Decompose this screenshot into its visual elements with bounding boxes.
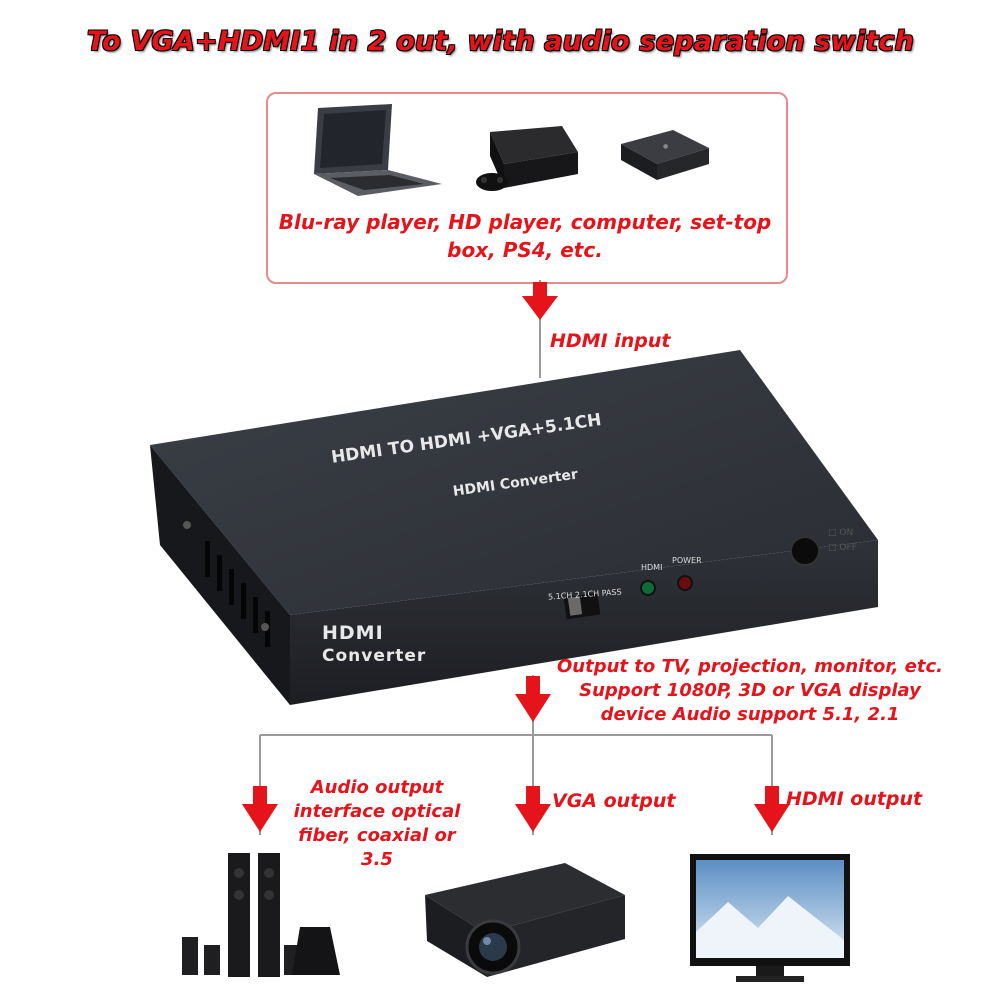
source-caption-line-1: Blu-ray player, HD player, computer, set… xyxy=(278,210,772,234)
audio-output-line-2: interface optical xyxy=(293,801,461,822)
audio-output-line-3: fiber, coaxial or xyxy=(298,825,456,846)
output-desc-line-1: Output to TV, projection, monitor, etc. xyxy=(556,656,943,677)
switch-label-pass: PASS xyxy=(601,587,622,598)
audio-output-label: Audio output interface optical fiber, co… xyxy=(282,776,472,872)
game-console-icon xyxy=(476,126,578,191)
set-top-box-icon: ● xyxy=(621,130,709,180)
vga-output-label: VGA output xyxy=(552,790,676,812)
output-desc-line-3: device Audio support 5.1, 2.1 xyxy=(600,704,900,725)
hdmi-output-arrow-icon xyxy=(754,786,790,832)
power-on-text: ON xyxy=(839,528,854,538)
output-description: Output to TV, projection, monitor, etc. … xyxy=(540,655,960,727)
power-off-text: OFF xyxy=(839,543,857,553)
laptop-icon xyxy=(314,104,442,196)
audio-output-line-4: 3.5 xyxy=(361,849,393,870)
switch-label-5-1ch: 5.1CH xyxy=(547,590,573,602)
speaker-system-icon xyxy=(182,853,340,977)
power-on-label: □ ON xyxy=(828,528,854,538)
source-caption-line-2: box, PS4, etc. xyxy=(447,238,603,262)
tv-monitor-icon xyxy=(690,854,850,982)
output-desc-line-2: Support 1080P, 3D or VGA display xyxy=(579,680,921,701)
page-title: To VGA+HDMI1 in 2 out, with audio separa… xyxy=(86,26,915,57)
led-hdmi-label: HDMI xyxy=(641,563,663,572)
vga-output-arrow-icon xyxy=(515,786,551,832)
source-devices-caption: Blu-ray player, HD player, computer, set… xyxy=(270,208,780,264)
device-front-label-1: HDMI xyxy=(322,622,384,644)
hdmi-output-label: HDMI output xyxy=(786,788,923,810)
switch-label-2-1ch: 2.1CH xyxy=(574,589,600,600)
svg-text:●: ● xyxy=(663,143,668,150)
hdmi-input-label: HDMI input xyxy=(550,330,671,352)
audio-output-arrow-icon xyxy=(242,786,278,832)
hdmi-converter-device xyxy=(150,350,878,705)
output-arrow-icon xyxy=(515,676,551,722)
power-off-label: □ OFF xyxy=(828,543,857,553)
led-power-label: POWER xyxy=(672,556,702,565)
audio-output-line-1: Audio output xyxy=(310,777,444,798)
projector-icon xyxy=(425,863,625,977)
input-arrow-icon xyxy=(522,280,558,378)
device-front-label-2: Converter xyxy=(322,646,427,666)
